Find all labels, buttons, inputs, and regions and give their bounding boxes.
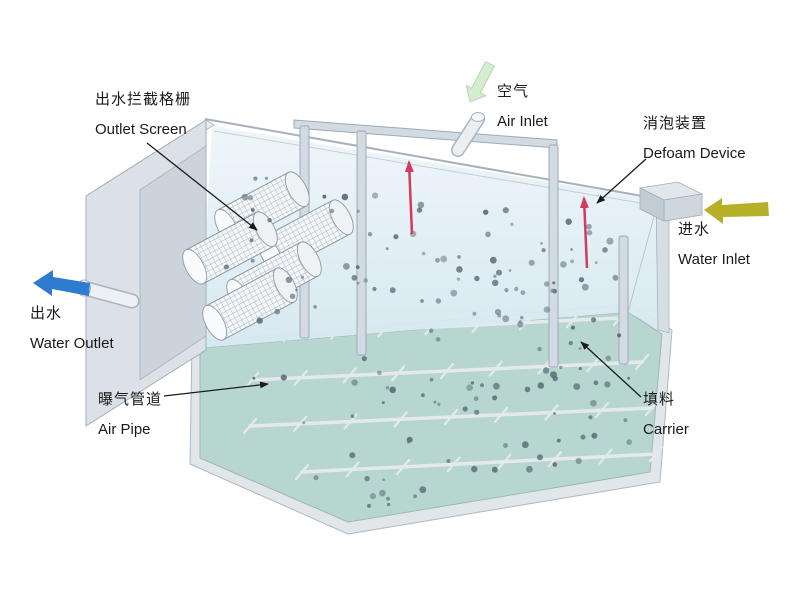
air-inlet-label-en: Air Inlet <box>497 113 548 130</box>
air-riser-pipe <box>618 235 629 365</box>
leader-air-pipe <box>163 381 269 397</box>
water-inlet-arrow <box>704 198 769 224</box>
water-inlet-label-en: Water Inlet <box>678 251 750 268</box>
air-inlet-pipe <box>451 112 485 157</box>
frame-post <box>356 130 367 356</box>
water-outlet-arrow <box>33 270 90 296</box>
leader-outlet-screen <box>146 142 258 231</box>
tank-rim-inner-edge <box>213 130 659 207</box>
leader-defoam-device <box>596 158 647 204</box>
defoam-arrow <box>579 196 589 269</box>
carrier-label-zh: 填料 <box>643 391 676 408</box>
air-pipe-label-en: Air Pipe <box>98 421 151 438</box>
defoam-device-label-zh: 消泡装置 <box>643 115 708 132</box>
leader-carrier <box>580 341 642 398</box>
outlet-chamber <box>76 119 215 427</box>
defoam-device-label-en: Defoam Device <box>643 145 746 162</box>
air-inlet-label-zh: 空气 <box>497 83 530 100</box>
screen-cylinder <box>202 267 298 341</box>
air-inlet-label: 空气 Air Inlet <box>497 80 548 130</box>
water-inlet-label-zh: 进水 <box>678 221 711 238</box>
air-pipe-label-zh: 曝气管道 <box>98 391 163 408</box>
water-outlet-label: 出水 Water Outlet <box>30 302 114 352</box>
outlet-screen-label: 出水拦截格栅 Outlet Screen <box>95 88 191 138</box>
air-inlet-arrow <box>465 61 496 103</box>
water-surface <box>200 126 663 348</box>
frame-post <box>548 144 559 368</box>
outlet-screen-label-en: Outlet Screen <box>95 121 187 138</box>
air-pipe-label: 曝气管道 Air Pipe <box>98 388 162 438</box>
outlet-screen-label-zh: 出水拦截格栅 <box>95 91 192 108</box>
tank-right-corner-edge <box>627 201 659 313</box>
tank-rim-edge <box>204 118 660 200</box>
defoam-arrow <box>404 160 414 235</box>
carrier-dots <box>223 176 632 508</box>
carrier-label-en: Carrier <box>643 421 689 438</box>
water-inlet-label: 进水 Water Inlet <box>678 218 750 268</box>
water-inlet-box <box>638 181 704 222</box>
water-outlet-label-zh: 出水 <box>30 305 63 322</box>
defoam-device-label: 消泡装置 Defoam Device <box>643 112 746 162</box>
carrier-label: 填料 Carrier <box>643 388 689 438</box>
chamber-divider-wall <box>139 145 207 381</box>
water-outlet-label-en: Water Outlet <box>30 335 114 352</box>
